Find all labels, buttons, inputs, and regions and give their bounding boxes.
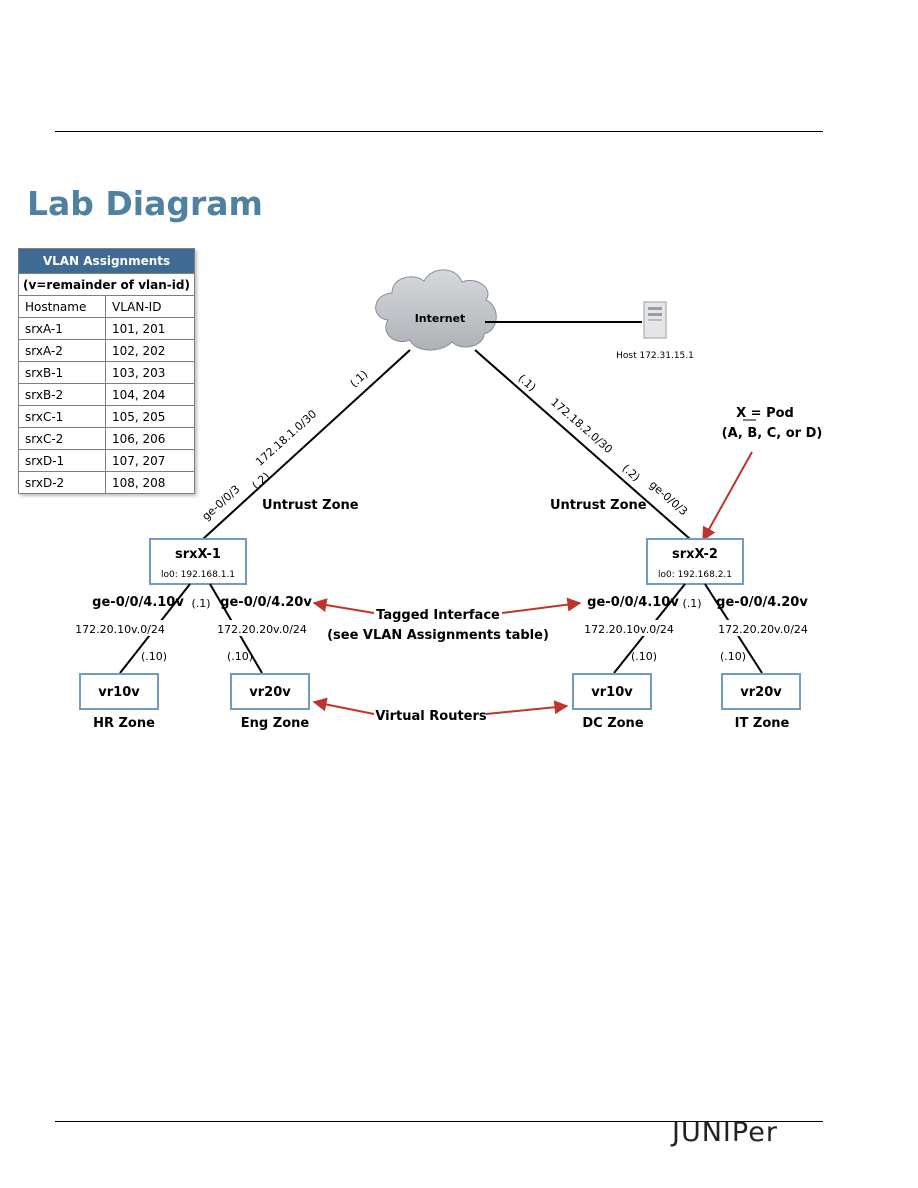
zone-dc-label: DC Zone [582,716,643,731]
srx1-name: srxX-1 [175,547,221,562]
left-link-interface: ge-0/0/3 [200,483,243,524]
host-label: Host 172.31.15.1 [616,351,694,361]
tagged-interface-label: Tagged Interface [376,608,500,623]
vr-ip-hr: (.10) [141,650,167,663]
srx1-node [149,538,247,585]
vr-arrow-right [485,700,569,715]
vlan-id-cell: 106, 206 [105,427,195,450]
right-interface-20v: ge-0/0/4.20v [716,595,808,610]
bottom-rule [55,1121,823,1122]
subnet-right-10v: 172.20.10v.0/24 [584,623,674,636]
vr-dc-name: vr10v [591,685,633,700]
vr-dc-node [572,673,652,710]
vr-arrow-left [312,697,375,715]
right-link-upper-ip: (.1) [516,372,539,394]
vr-hr-node [79,673,159,710]
vr-hr-name: vr10v [98,685,140,700]
srx2-node [646,538,744,585]
vr-ip-dc: (.10) [631,650,657,663]
page-title: Lab Diagram [27,184,263,223]
right-interface-ip: (.1) [682,597,701,610]
top-rule [55,131,823,132]
right-link-subnet: 172.18.2.0/30 [548,396,615,456]
pod-options-label: (A, B, C, or D) [722,426,823,441]
untrust-zone-left-label: Untrust Zone [262,498,359,513]
juniper-logo: JUNIPer [672,1117,778,1148]
pod-label: X = Pod [736,406,794,421]
vr-ip-eng: (.10) [227,650,253,663]
internet-label: Internet [415,312,466,325]
vlan-id-cell: 108, 208 [105,471,195,494]
left-link-subnet: 172.18.1.0/30 [253,407,319,468]
subnet-left-10v: 172.20.10v.0/24 [75,623,165,636]
virtual-routers-label: Virtual Routers [375,709,487,724]
vr-it-name: vr20v [740,685,782,700]
vlan-id-cell: 107, 207 [105,449,195,472]
right-uplink [474,349,691,540]
vlan-table-title: VLAN Assignments [18,248,195,274]
hostname-cell: srxB-2 [18,383,106,406]
srx2-lo0: lo0: 192.168.2.1 [658,570,732,580]
server-icon [643,301,667,339]
hostname-cell: srxD-2 [18,471,106,494]
subnet-left-20v: 172.20.20v.0/24 [217,623,307,636]
left-link-upper-ip: (.1) [348,368,371,390]
untrust-zone-right-label: Untrust Zone [550,498,647,513]
vr-eng-name: vr20v [249,685,291,700]
vlan-assignments-table: VLAN Assignments (v=remainder of vlan-id… [18,248,195,494]
zone-it-label: IT Zone [735,716,790,731]
left-uplink [202,349,411,540]
subnet-right-20v: 172.20.20v.0/24 [718,623,808,636]
pod-arrow [702,451,753,542]
left-interface-20v: ge-0/0/4.20v [220,595,312,610]
tagged-interface-note: (see VLAN Assignments table) [327,628,549,643]
vlan-id-cell: 101, 201 [105,317,195,340]
vr-it-node [721,673,801,710]
vr-ip-it: (.10) [720,650,746,663]
vlan-id-cell: 105, 205 [105,405,195,428]
zone-hr-label: HR Zone [93,716,155,731]
srx1-lo0: lo0: 192.168.1.1 [161,570,235,580]
vlan-table-header-vlan-id: VLAN-ID [105,295,195,318]
right-interface-10v: ge-0/0/4.10v [587,595,679,610]
tagged-arrow-left [312,598,375,614]
internet-cloud-icon [375,269,497,351]
tagged-arrow-right [501,597,582,614]
srx2-name: srxX-2 [672,547,718,562]
left-interface-ip: (.1) [191,597,210,610]
left-interface-10v: ge-0/0/4.10v [92,595,184,610]
zone-eng-label: Eng Zone [241,716,310,731]
right-link-interface: ge-0/0/3 [647,478,690,518]
vr-eng-node [230,673,310,710]
left-link-lower-ip: (.2) [250,470,273,492]
